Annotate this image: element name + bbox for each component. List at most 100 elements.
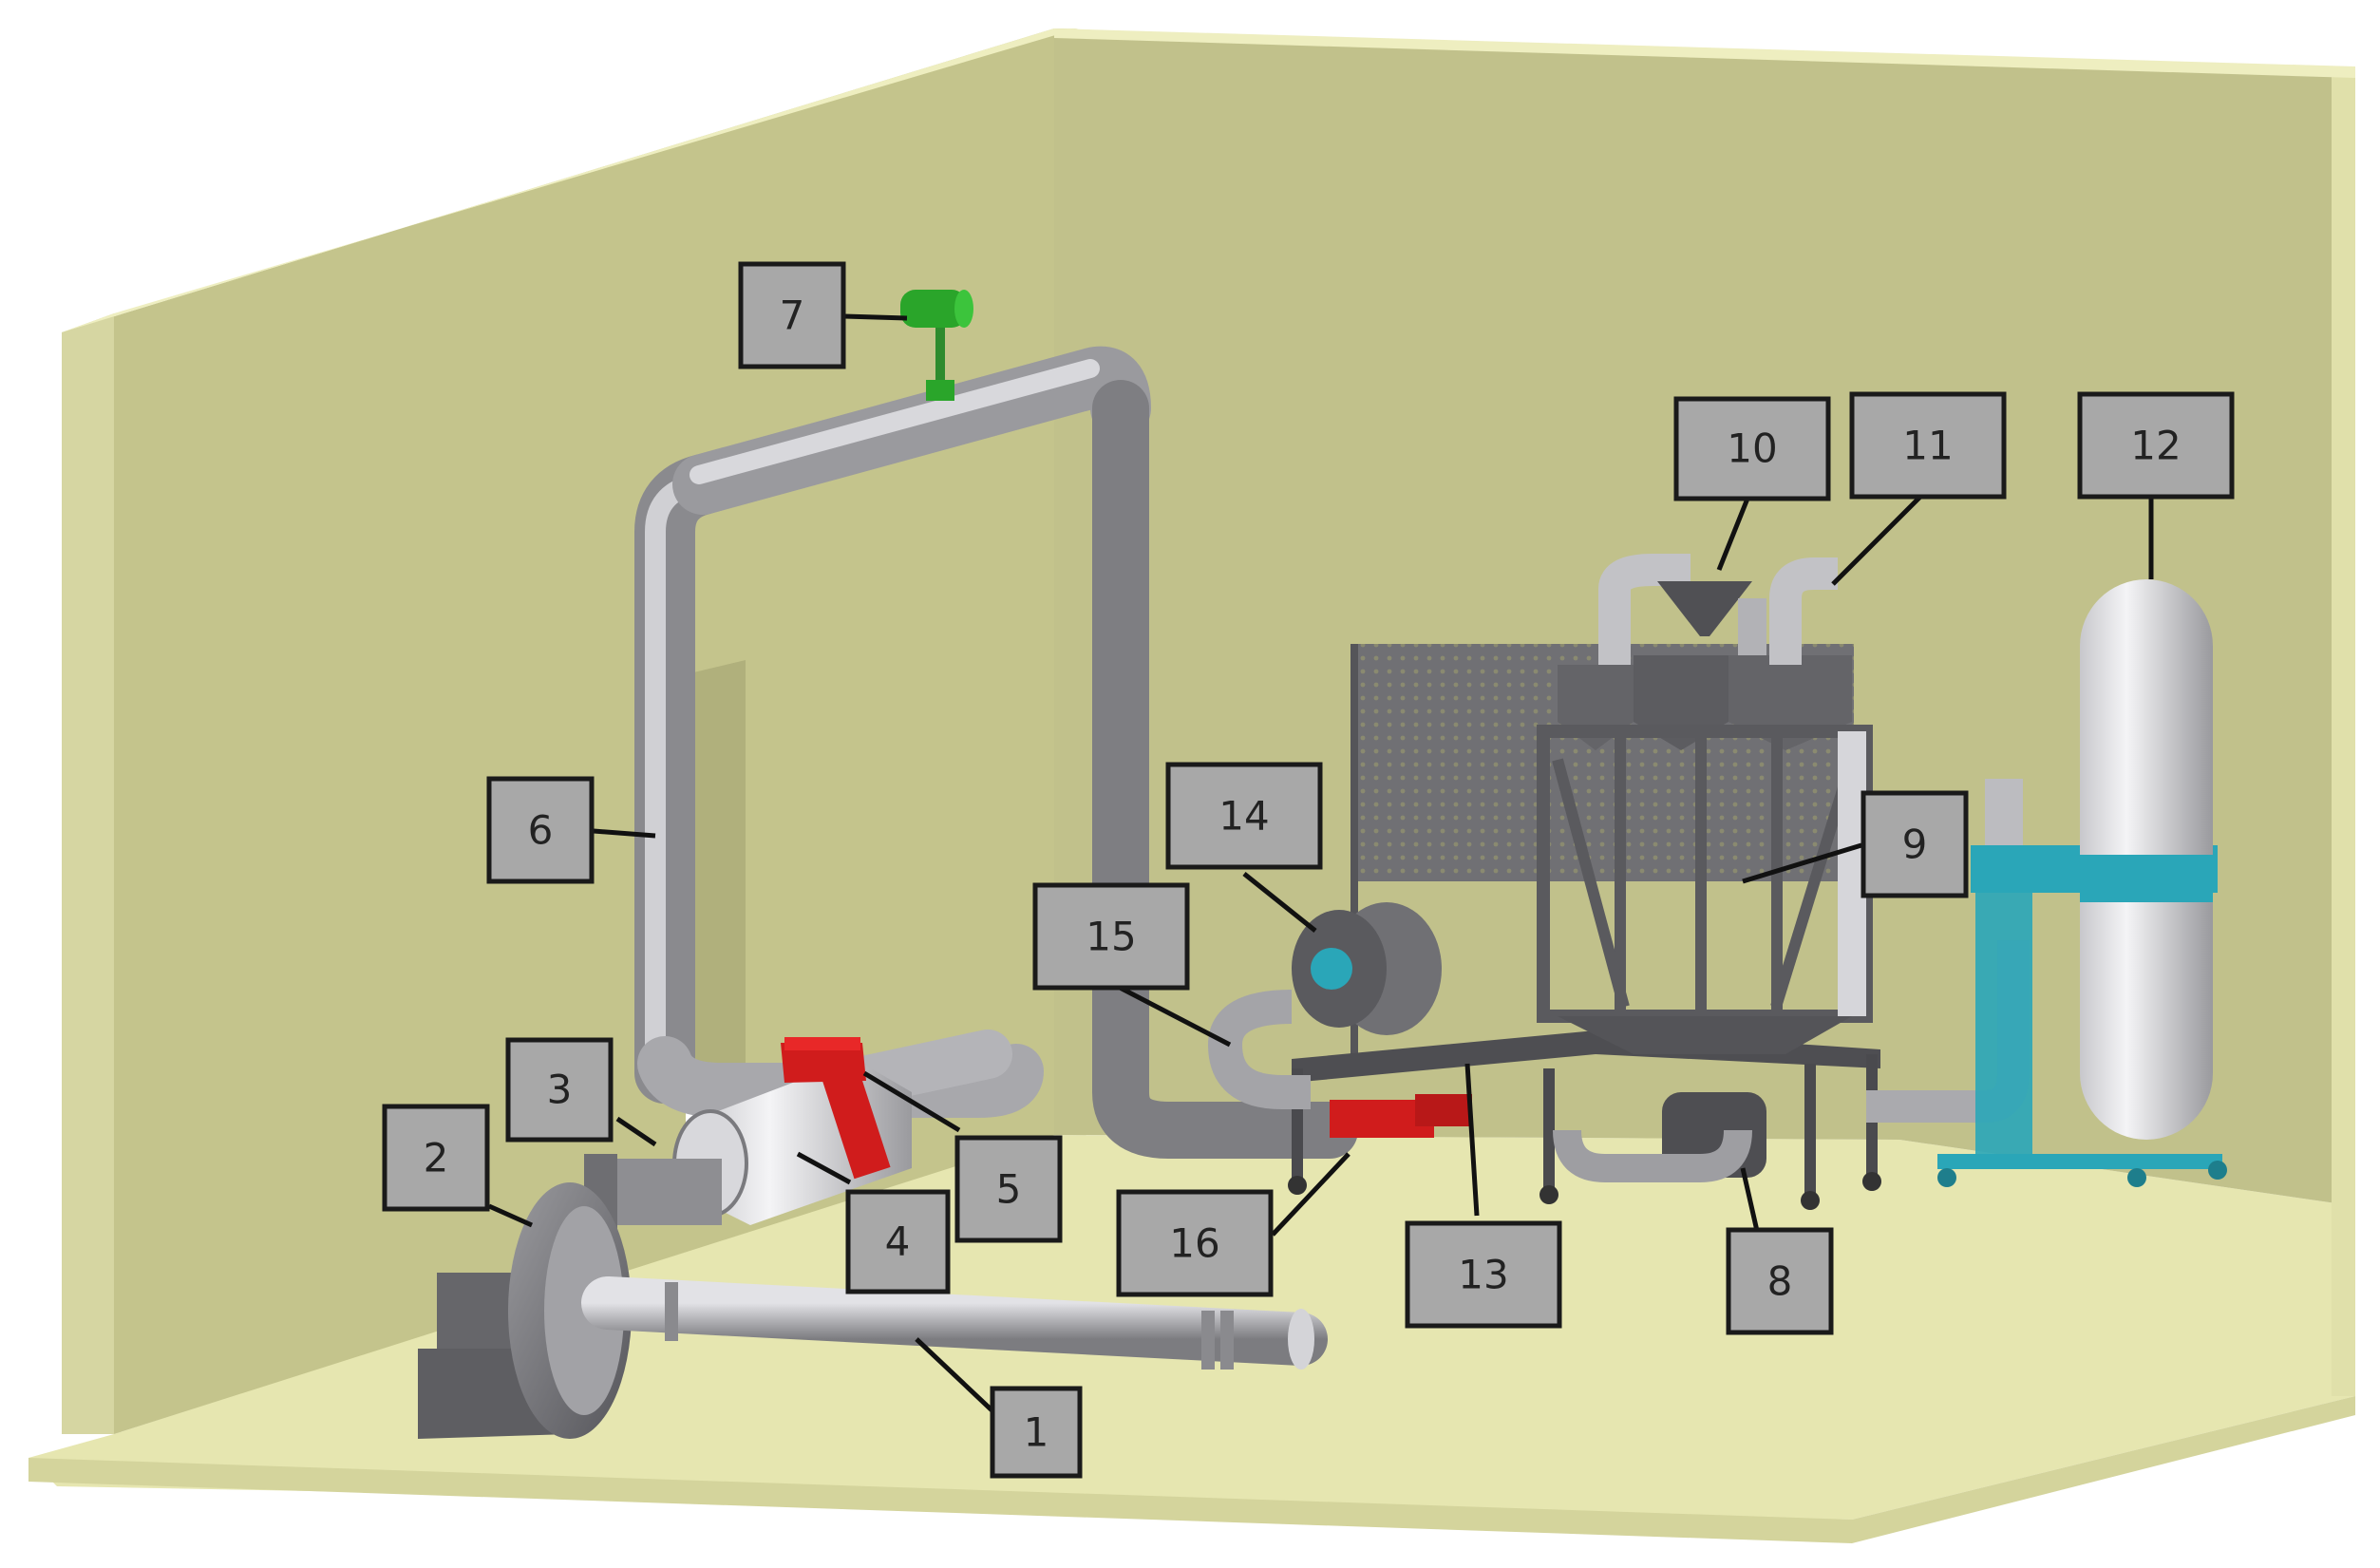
collector-band [2080,855,2213,902]
callout-box-10 [1673,396,1831,501]
callout-label-15: 15 [1086,914,1136,960]
heater-16 [1330,1094,1472,1138]
small-blower-motor [1311,948,1352,990]
callout-box-3 [505,1037,614,1143]
callout-box-11 [1849,391,2007,500]
inlet-pipe-flange-b [1201,1311,1215,1370]
callout-box-4 [845,1189,951,1294]
caster-4 [1862,1172,1881,1191]
callout-box-6 [486,776,595,884]
left-wall-front-edge [62,313,114,1434]
callout-box-14 [1165,762,1323,870]
frame-col-1 [1615,731,1626,1016]
duct-10 [1598,554,1691,665]
sensor-stem [935,328,945,394]
floor-front-edge [28,1396,2355,1543]
callout-14: 14 [1165,762,1323,870]
sensor-cap [954,290,973,328]
callout-label-1: 1 [1024,1409,1049,1456]
loop-pipe-top-highlight [689,359,1100,484]
inlet-pipe-flange-c [1220,1311,1234,1370]
sensor-7 [900,290,973,401]
callout-label-9: 9 [1902,822,1928,868]
callout-label-12: 12 [2130,423,2181,469]
callout-label-10: 10 [1727,425,1777,472]
callout-10: 10 [1673,396,1831,501]
sensor-body [900,290,967,328]
leader-9 [1742,842,1862,884]
outlet-8 [1553,1092,1766,1182]
callout-label-6: 6 [528,807,554,854]
outlet-pipe [1553,1129,1752,1182]
right-wall-edge [2332,76,2355,1396]
leader-10 [1716,498,1750,571]
callout-2: 2 [382,1104,490,1212]
callout-box-9 [1861,790,1969,898]
callout-box-2 [382,1104,490,1212]
callout-9: 9 [1861,790,1969,898]
dust-collector-12 [1866,579,2227,1187]
leader-13 [1464,1063,1480,1217]
callout-label-14: 14 [1218,793,1269,840]
back-wall-top [1054,28,2355,78]
leader-5 [862,1070,961,1133]
collector-wheel-1 [1937,1168,1956,1187]
inlet-pipe-1 [581,1276,1328,1366]
leader-3 [615,1116,657,1147]
frame-brace-1 [1552,758,1630,1009]
callout-label-13: 13 [1458,1252,1508,1298]
caster-2 [1539,1185,1558,1204]
callout-box-7 [738,261,846,369]
red-fitting-5 [781,1043,866,1083]
table-leg-2 [1543,1068,1555,1192]
callouts: 1 2 3 4 5 6 7 8 [382,261,2235,1479]
callout-box-5 [954,1135,1063,1243]
caster-1 [1288,1176,1307,1195]
sensor-base [926,380,954,401]
collector-motor [1985,779,2023,845]
red-fitting-5-top [784,1037,860,1050]
leader-1 [915,1337,1004,1422]
leader-6 [593,828,656,839]
duct-3 [608,1159,722,1225]
callout-box-8 [1726,1227,1834,1335]
callout-3: 3 [505,1037,614,1143]
callout-1: 1 [990,1386,1083,1479]
callout-6: 6 [486,776,595,884]
callout-label-8: 8 [1767,1258,1793,1305]
loop-pipe-bottom-return [637,1036,1044,1118]
callout-label-2: 2 [424,1135,449,1181]
callout-15: 15 [1032,882,1190,991]
callout-box-13 [1405,1220,1562,1329]
callout-box-15 [1032,882,1190,991]
callout-7: 7 [738,261,846,369]
callout-11: 11 [1849,391,2007,500]
funnel-10 [1657,581,1752,636]
table-leg-3 [1804,1064,1816,1197]
doorway [686,660,746,1168]
leader-7 [842,313,908,321]
heater-body-2 [1415,1094,1472,1126]
collector-wheel-2 [2127,1168,2146,1187]
callout-box-12 [2077,391,2235,500]
callout-16: 16 [1116,1189,1274,1297]
frame-col-3 [1771,731,1783,1016]
leader-2 [487,1203,534,1228]
red-band [819,1058,891,1180]
leader-16 [1271,1152,1351,1237]
callout-13: 13 [1405,1220,1562,1329]
callout-label-11: 11 [1902,423,1953,469]
callout-12: 12 [2077,391,2235,500]
test-section [672,1030,1012,1225]
callout-label-7: 7 [780,293,805,339]
callout-label-3: 3 [547,1067,573,1113]
blower-assembly [418,1154,1328,1439]
leader-4 [796,1151,852,1185]
bottom-hopper [1558,1016,1852,1054]
panel-post-left [1351,644,1358,1071]
callout-5: 5 [954,1135,1063,1243]
inlet-pipe-mouth [1288,1309,1314,1370]
callout-box-16 [1116,1189,1274,1297]
duct-11-cap [1738,598,1766,655]
